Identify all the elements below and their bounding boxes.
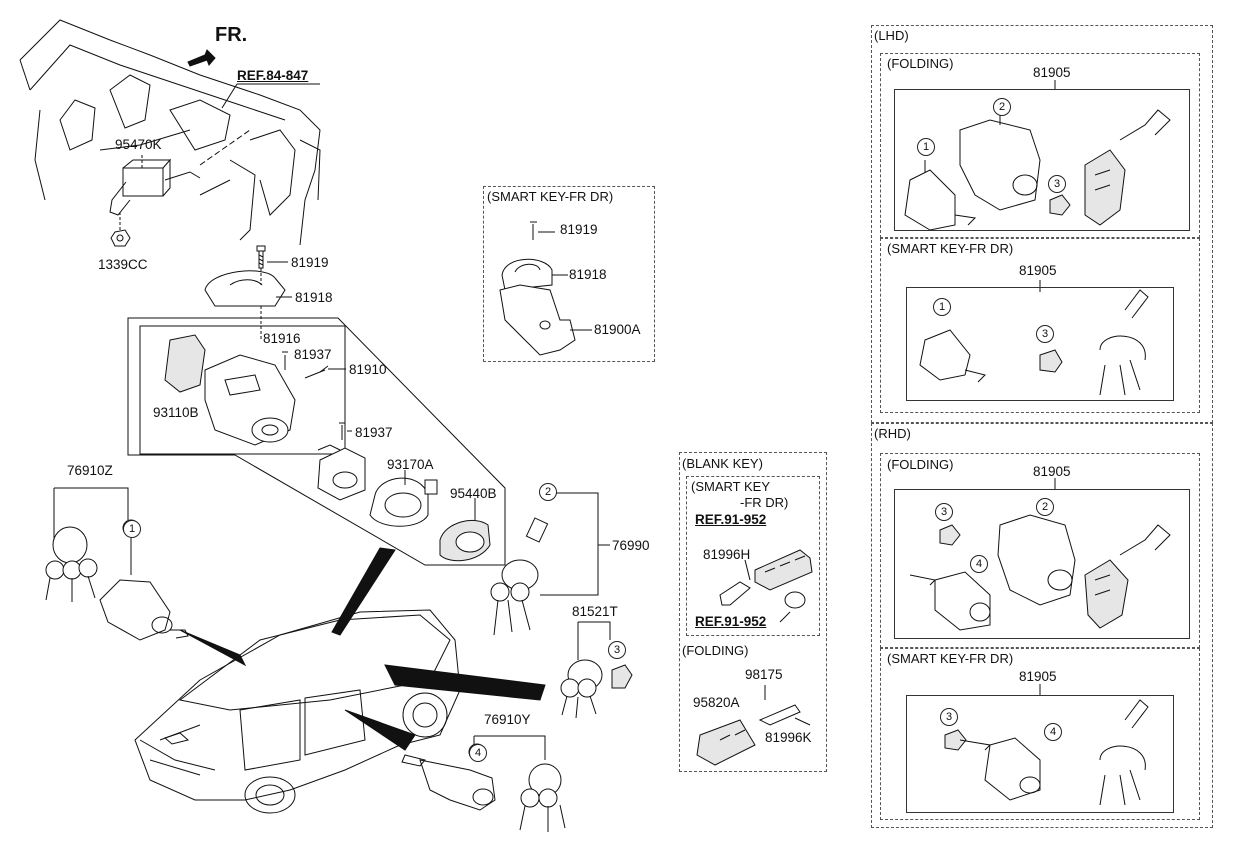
callout-4-main: 4 — [469, 744, 487, 762]
ref-91-952-link-bottom[interactable]: REF.91-952 — [695, 614, 767, 629]
folding-part-81996K: 81996K — [765, 730, 812, 745]
rhd-callout-4: 4 — [970, 555, 988, 573]
part-81937-lower: 81937 — [355, 425, 393, 440]
ref-91-952-link-top[interactable]: REF.91-952 — [695, 512, 767, 527]
lhd-callout-2: 2 — [993, 98, 1011, 116]
part-95470K: 95470K — [115, 137, 162, 152]
car-illustration — [134, 609, 461, 814]
blank-key-folding-header: (FOLDING) — [682, 643, 749, 658]
smart-key-part-81900A: 81900A — [594, 322, 641, 337]
part-81937-upper: 81937 — [294, 347, 332, 362]
blank-key-box — [679, 452, 827, 772]
lhd-callout-3: 3 — [1048, 175, 1066, 193]
lhd-smart-header: (SMART KEY-FR DR) — [887, 241, 1014, 256]
part-76910Y: 76910Y — [484, 712, 531, 727]
part-1339CC: 1339CC — [98, 257, 148, 272]
rhd-smart-callout-4: 4 — [1044, 723, 1062, 741]
part-76990: 76990 — [612, 538, 650, 553]
rhd-smart-callout-3: 3 — [940, 708, 958, 726]
smart-key-fr-dr-header: (SMART KEY-FR DR) — [487, 189, 614, 204]
part-81521T: 81521T — [572, 604, 618, 619]
part-81918: 81918 — [295, 290, 333, 305]
blank-key-part-81996H: 81996H — [703, 547, 751, 562]
lhd-folding-part-81905: 81905 — [1033, 65, 1071, 80]
rhd-smart-part-81905: 81905 — [1019, 669, 1057, 684]
part-95440B: 95440B — [450, 486, 497, 501]
part-76910Z: 76910Z — [67, 463, 113, 478]
callout-1-main: 1 — [123, 520, 141, 538]
rhd-smart-parts-frame — [906, 695, 1174, 813]
rhd-smart-box — [880, 648, 1200, 820]
smart-key-part-81919: 81919 — [560, 222, 598, 237]
lhd-smart-callout-1: 1 — [933, 298, 951, 316]
part-81910: 81910 — [349, 362, 387, 377]
lhd-folding-parts-frame — [894, 89, 1190, 231]
smart-key-part-81918: 81918 — [569, 267, 607, 282]
dashboard-frame-illustration — [19, 19, 321, 246]
callout-2-main: 2 — [539, 483, 557, 501]
rhd-folding-box — [880, 453, 1200, 648]
lhd-callout-1: 1 — [917, 138, 935, 156]
lhd-header: (LHD) — [874, 28, 909, 43]
blank-key-smart-header-2: -FR DR) — [740, 495, 789, 510]
part-81919: 81919 — [291, 255, 329, 270]
lhd-box — [871, 25, 1213, 423]
lhd-smart-part-81905: 81905 — [1019, 263, 1057, 278]
blank-key-header: (BLANK KEY) — [682, 456, 763, 471]
rhd-callout-2: 2 — [1036, 498, 1054, 516]
lhd-smart-parts-frame — [906, 287, 1174, 401]
lhd-folding-header: (FOLDING) — [887, 56, 954, 71]
callout-3-main: 3 — [608, 641, 626, 659]
rhd-header: (RHD) — [874, 426, 911, 441]
folding-part-98175: 98175 — [745, 667, 783, 682]
rhd-smart-header: (SMART KEY-FR DR) — [887, 651, 1014, 666]
part-93110B: 93110B — [153, 405, 199, 420]
lhd-smart-callout-3: 3 — [1036, 325, 1054, 343]
rhd-box — [871, 423, 1213, 828]
smart-key-fr-dr-box — [483, 186, 655, 362]
blank-key-smart-box — [686, 476, 820, 636]
front-direction-label: FR. — [215, 24, 248, 46]
rhd-folding-parts-frame — [894, 489, 1190, 639]
folding-part-95820A: 95820A — [693, 695, 740, 710]
ref-84-847-link[interactable]: REF.84-847 — [237, 68, 309, 83]
lhd-smart-box — [880, 238, 1200, 413]
part-81916: 81916 — [263, 331, 301, 346]
rhd-callout-3: 3 — [935, 503, 953, 521]
lhd-folding-box — [880, 53, 1200, 238]
rhd-folding-header: (FOLDING) — [887, 457, 954, 472]
blank-key-smart-header-1: (SMART KEY — [691, 479, 770, 494]
part-93170A: 93170A — [387, 457, 434, 472]
rhd-folding-part-81905: 81905 — [1033, 464, 1071, 479]
